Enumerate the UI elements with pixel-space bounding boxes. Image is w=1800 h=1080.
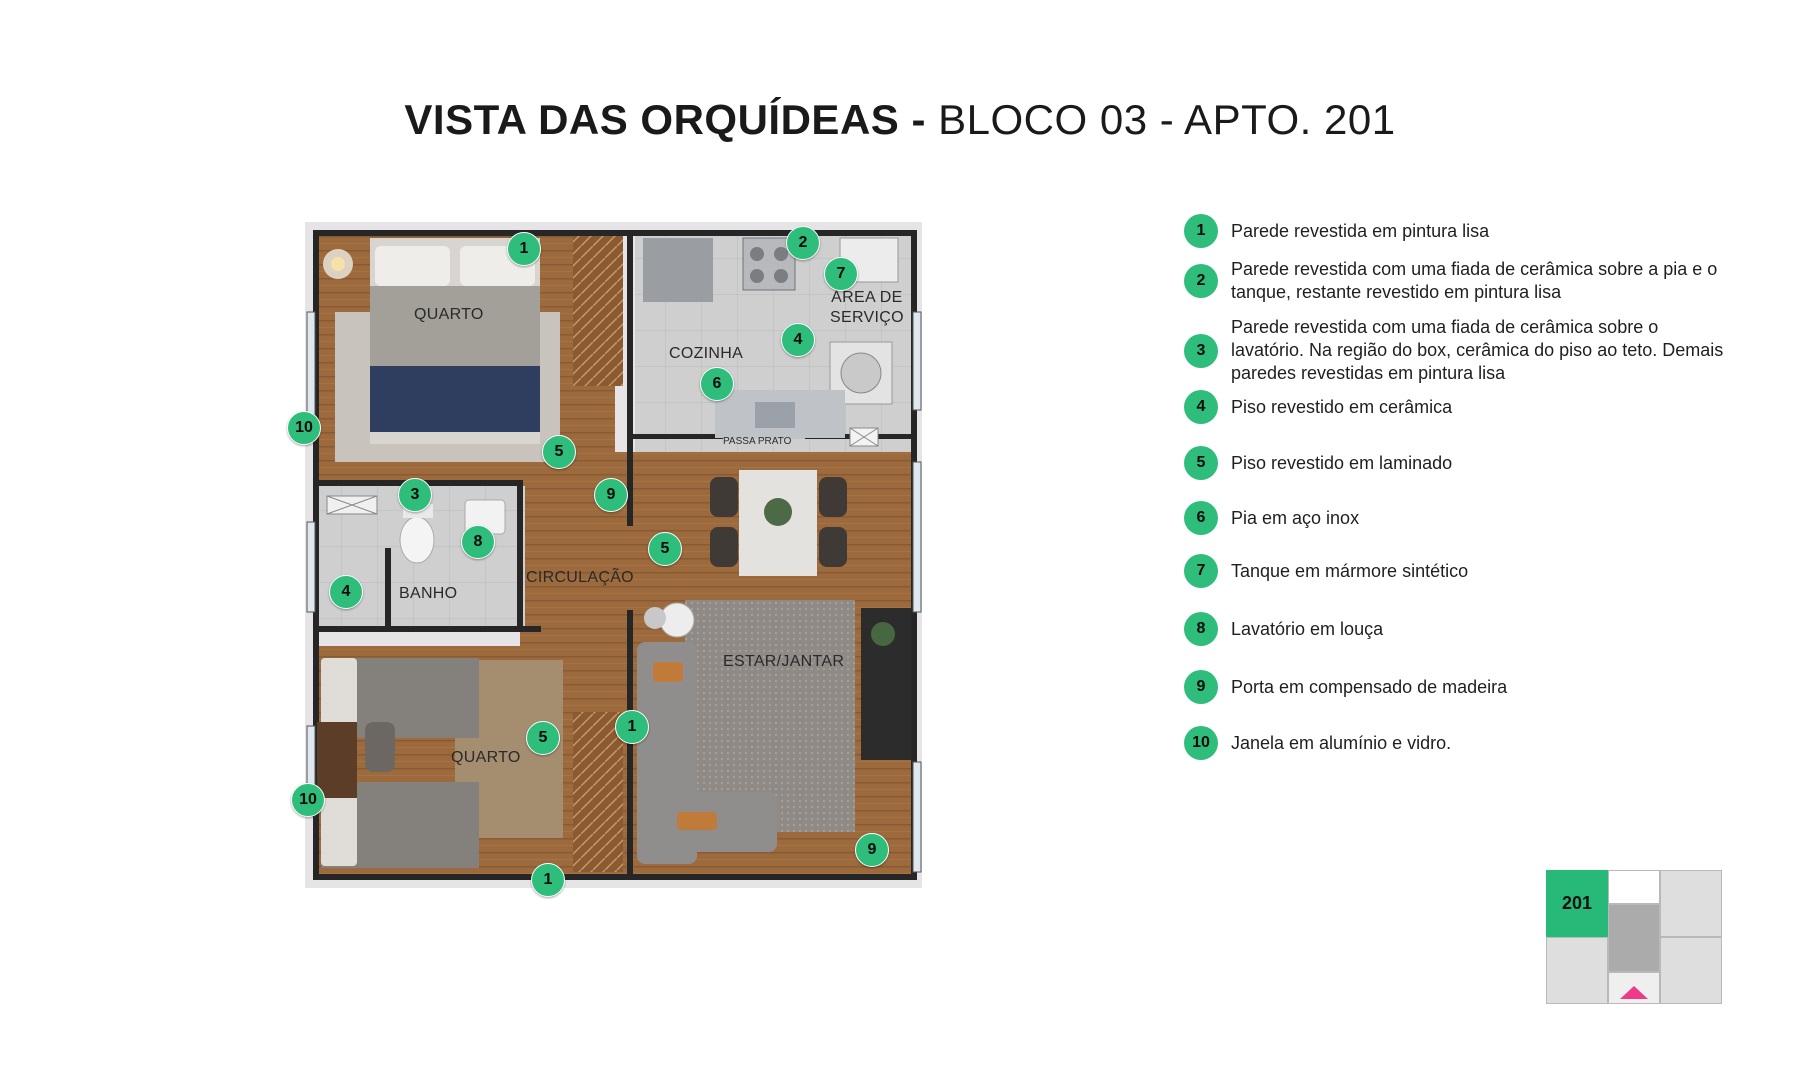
room-label-banho: BANHO bbox=[399, 585, 458, 602]
title-project: VISTA DAS ORQUÍDEAS - bbox=[404, 96, 926, 143]
plan-marker-10-top: 10 bbox=[287, 411, 321, 445]
plan-marker-3: 3 bbox=[398, 478, 432, 512]
legend-item-5: 5 Piso revestido em laminado bbox=[1184, 446, 1731, 480]
legend-item-10: 10 Janela em alumínio e vidro. bbox=[1184, 726, 1731, 760]
plan-marker-5-bottom: 5 bbox=[526, 721, 560, 755]
plan-marker-5-top: 5 bbox=[542, 435, 576, 469]
title-unit: BLOCO 03 - APTO. 201 bbox=[938, 96, 1396, 143]
plan-marker-9-entrance: 9 bbox=[855, 833, 889, 867]
plan-marker-10-bottom: 10 bbox=[291, 783, 325, 817]
plan-marker-2: 2 bbox=[786, 226, 820, 260]
key-plan-stair bbox=[1608, 904, 1660, 972]
key-plan-entrance-arrow bbox=[1620, 986, 1648, 999]
plan-marker-1-middle: 1 bbox=[615, 710, 649, 744]
legend-item-6: 6 Pia em aço inox bbox=[1184, 501, 1731, 535]
room-label-quarto-top: QUARTO bbox=[414, 306, 484, 323]
legend-text: Parede revestida com uma fiada de cerâmi… bbox=[1231, 259, 1718, 302]
floor-plan-drawing bbox=[305, 222, 922, 888]
legend-badge: 5 bbox=[1184, 446, 1218, 480]
legend-text: Porta em compensado de madeira bbox=[1231, 676, 1508, 697]
legend-text: Piso revestido em laminado bbox=[1231, 452, 1453, 473]
legend-badge: 10 bbox=[1184, 726, 1218, 760]
plan-marker-8: 8 bbox=[461, 525, 495, 559]
room-label-area-servico-line2: SERVIÇO bbox=[830, 309, 904, 326]
legend-badge: 9 bbox=[1184, 670, 1218, 704]
room-label-area-servico-line1: ÁREA DE bbox=[831, 289, 903, 306]
legend-text: Janela em alumínio e vidro. bbox=[1231, 732, 1452, 753]
plan-marker-5-middle: 5 bbox=[648, 532, 682, 566]
plan-marker-1-bottom: 1 bbox=[531, 863, 565, 897]
key-plan-unit bbox=[1546, 937, 1608, 1004]
legend-text: Pia em aço inox bbox=[1231, 507, 1360, 528]
legend-badge: 4 bbox=[1184, 390, 1218, 424]
floor-plan: QUARTO COZINHA ÁREA DE SERVIÇO PASSA PRA… bbox=[287, 222, 922, 897]
legend-text: Tanque em mármore sintético bbox=[1231, 560, 1469, 581]
legend-item-2: 2 Parede revestida com uma fiada de cerâ… bbox=[1184, 258, 1731, 304]
plan-marker-9-corridor: 9 bbox=[594, 478, 628, 512]
plan-marker-4-bath: 4 bbox=[329, 575, 363, 609]
room-label-quarto-bottom: QUARTO bbox=[451, 749, 521, 766]
legend-badge: 1 bbox=[1184, 214, 1218, 248]
plan-marker-4-kitchen: 4 bbox=[781, 323, 815, 357]
legend-item-1: 1 Parede revestida em pintura lisa bbox=[1184, 214, 1731, 248]
legend-text: Piso revestido em cerâmica bbox=[1231, 396, 1453, 417]
legend-item-9: 9 Porta em compensado de madeira bbox=[1184, 670, 1731, 704]
room-label-passa-prato: PASSA PRATO bbox=[723, 436, 792, 447]
page-title: VISTA DAS ORQUÍDEAS - BLOCO 03 - APTO. 2… bbox=[0, 96, 1800, 144]
legend-text: Parede revestida em pintura lisa bbox=[1231, 220, 1490, 241]
room-label-circulacao: CIRCULAÇÃO bbox=[526, 569, 634, 586]
legend-item-7: 7 Tanque em mármore sintético bbox=[1184, 554, 1731, 588]
key-plan-unit bbox=[1660, 937, 1722, 1004]
legend-item-4: 4 Piso revestido em cerâmica bbox=[1184, 390, 1731, 424]
room-label-area-servico: ÁREA DE SERVIÇO bbox=[830, 288, 904, 328]
legend-text: Parede revestida com uma fiada de cerâmi… bbox=[1231, 317, 1724, 383]
legend-badge: 6 bbox=[1184, 501, 1218, 535]
key-plan-unit bbox=[1660, 870, 1722, 937]
legend-text: Lavatório em louça bbox=[1231, 618, 1384, 639]
legend-badge: 2 bbox=[1184, 264, 1218, 298]
plan-marker-1-top: 1 bbox=[507, 232, 541, 266]
legend-badge: 3 bbox=[1184, 333, 1218, 368]
legend-item-3: 3 Parede revestida com uma fiada de cerâ… bbox=[1184, 316, 1731, 385]
legend-badge: 7 bbox=[1184, 554, 1218, 588]
key-plan-unit-201: 201 bbox=[1546, 870, 1608, 937]
legend-badge: 8 bbox=[1184, 612, 1218, 646]
room-label-estar-jantar: ESTAR/JANTAR bbox=[723, 653, 845, 670]
legend-item-8: 8 Lavatório em louça bbox=[1184, 612, 1731, 646]
plan-marker-6: 6 bbox=[700, 367, 734, 401]
key-plan: 201 bbox=[1546, 870, 1722, 1004]
room-label-cozinha: COZINHA bbox=[669, 345, 744, 362]
plan-marker-7: 7 bbox=[824, 257, 858, 291]
key-plan-hall bbox=[1608, 870, 1660, 904]
